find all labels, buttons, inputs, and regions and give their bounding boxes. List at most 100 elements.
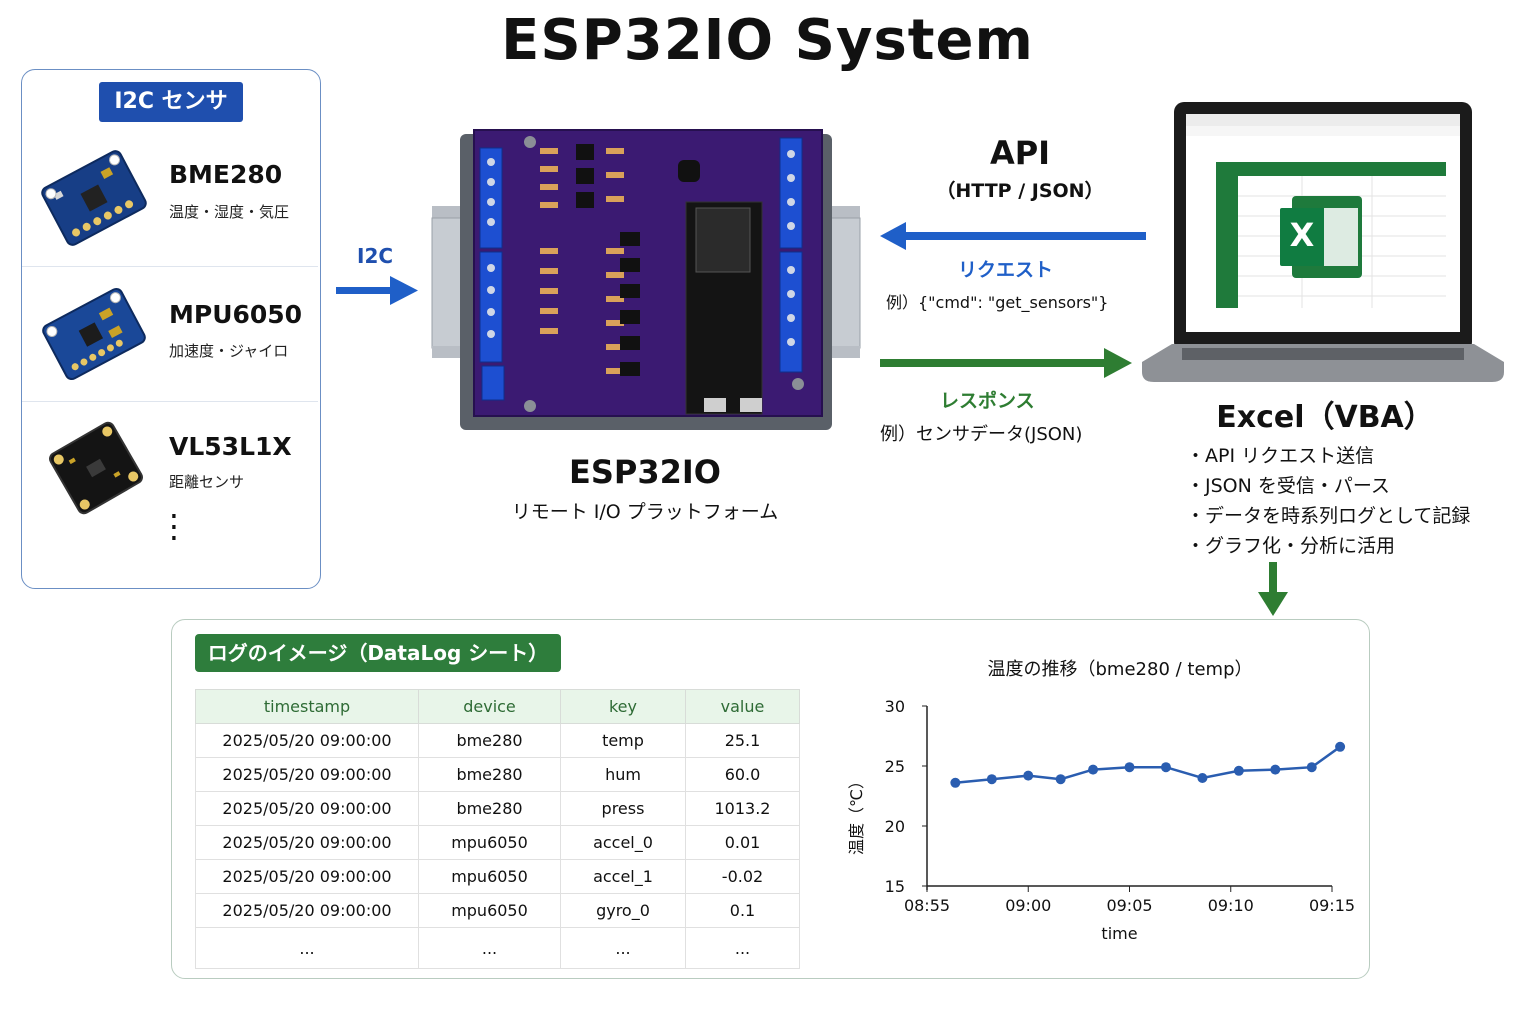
excel-feature-item: ・API リクエスト送信 bbox=[1186, 445, 1375, 467]
data-point bbox=[1088, 764, 1099, 775]
excel-feature-item: ・グラフ化・分析に活用 bbox=[1186, 535, 1396, 557]
table-cell: ... bbox=[418, 927, 561, 969]
response-arrow-icon bbox=[880, 348, 1132, 378]
table-cell: bme280 bbox=[418, 723, 561, 758]
sensor-name-bme280: BME280 bbox=[169, 160, 283, 189]
x-tick-label: 09:00 bbox=[1005, 896, 1051, 915]
table-cell: 25.1 bbox=[685, 723, 800, 758]
table-row: 2025/05/20 09:00:00 bme280 hum 60.0 bbox=[195, 757, 800, 792]
request-example: 例）{"cmd": "get_sensors"} bbox=[886, 293, 1109, 312]
data-point bbox=[1023, 770, 1034, 781]
down-arrow-icon bbox=[1258, 562, 1288, 616]
data-point bbox=[1270, 764, 1281, 775]
chart-title: 温度の推移（bme280 / temp） bbox=[987, 659, 1253, 680]
x-tick-label: 09:10 bbox=[1208, 896, 1254, 915]
esp32io-title: ESP32IO bbox=[569, 453, 721, 491]
table-cell: 60.0 bbox=[685, 757, 800, 792]
y-tick-label: 20 bbox=[885, 817, 905, 836]
table-cell: bme280 bbox=[418, 791, 561, 826]
data-point bbox=[1124, 762, 1135, 773]
data-point bbox=[1233, 765, 1244, 776]
i2c-label: I2C bbox=[357, 244, 394, 268]
column-header: key bbox=[560, 689, 686, 724]
table-cell: mpu6050 bbox=[418, 825, 561, 860]
table-row: 2025/05/20 09:00:00 bme280 press 1013.2 bbox=[195, 791, 800, 826]
data-point bbox=[950, 777, 961, 788]
sensor-name-mpu6050: MPU6050 bbox=[169, 300, 303, 329]
api-title: API bbox=[989, 134, 1051, 172]
table-cell: temp bbox=[560, 723, 686, 758]
table-cell: ... bbox=[195, 927, 419, 969]
table-cell: press bbox=[560, 791, 686, 826]
table-cell: 1013.2 bbox=[685, 791, 800, 826]
bme280-board-image bbox=[41, 150, 147, 246]
table-cell: 2025/05/20 09:00:00 bbox=[195, 859, 419, 894]
column-header: timestamp bbox=[195, 689, 419, 724]
esp32io-subtitle: リモート I/O プラットフォーム bbox=[511, 501, 779, 523]
table-cell: accel_0 bbox=[560, 825, 686, 860]
request-label: リクエスト bbox=[958, 259, 1054, 281]
excel-feature-item: ・JSON を受信・パース bbox=[1186, 475, 1390, 497]
table-cell: 2025/05/20 09:00:00 bbox=[195, 791, 419, 826]
table-row: 2025/05/20 09:00:00 mpu6050 gyro_0 0.1 bbox=[195, 893, 800, 928]
table-cell: 0.1 bbox=[685, 893, 800, 928]
esp32io-board-image bbox=[431, 129, 861, 430]
page-title: ESP32IO System bbox=[501, 8, 1034, 73]
excel-feature-item: ・データを時系列ログとして記録 bbox=[1186, 505, 1471, 527]
data-point bbox=[1160, 762, 1171, 773]
api-subtitle: （HTTP / JSON） bbox=[936, 180, 1104, 202]
sensor-divider bbox=[22, 266, 318, 267]
data-point bbox=[1306, 762, 1317, 773]
sensor-name-vl53l1x: VL53L1X bbox=[169, 432, 292, 461]
temperature-line-chart: 15 20 25 30 08:55 09:00 09:05 09:10 09:15 time 温度（… bbox=[847, 697, 1355, 943]
table-cell: 2025/05/20 09:00:00 bbox=[195, 893, 419, 928]
vl53l1x-board-image bbox=[49, 421, 143, 515]
table-cell: ... bbox=[560, 927, 686, 969]
table-cell: mpu6050 bbox=[418, 859, 561, 894]
data-point bbox=[1055, 774, 1066, 785]
x-tick-label: 09:15 bbox=[1309, 896, 1355, 915]
response-example: 例）センサデータ(JSON) bbox=[880, 424, 1083, 445]
series-line bbox=[955, 745, 1341, 785]
excel-feature-list: ・API リクエスト送信 ・JSON を受信・パース ・データを時系列ログとして… bbox=[1186, 441, 1470, 561]
column-header: value bbox=[685, 689, 800, 724]
table-row: 2025/05/20 09:00:00 mpu6050 accel_1 -0.0… bbox=[195, 859, 800, 894]
sensor-divider bbox=[22, 401, 318, 402]
table-cell: 2025/05/20 09:00:00 bbox=[195, 825, 419, 860]
datalog-badge: ログのイメージ（DataLog シート） bbox=[195, 634, 561, 672]
sensor-badge: I2C センサ bbox=[99, 82, 243, 122]
table-cell: bme280 bbox=[418, 757, 561, 792]
table-cell: 2025/05/20 09:00:00 bbox=[195, 757, 419, 792]
sensor-desc-mpu6050: 加速度・ジャイロ bbox=[169, 342, 289, 360]
column-header: device bbox=[418, 689, 561, 724]
y-tick-label: 30 bbox=[885, 697, 905, 716]
table-cell: mpu6050 bbox=[418, 893, 561, 928]
y-tick-label: 25 bbox=[885, 757, 905, 776]
more-sensors-indicator: ⋮ bbox=[158, 507, 190, 545]
sensor-desc-bme280: 温度・湿度・気圧 bbox=[169, 203, 290, 221]
table-cell: 0.01 bbox=[685, 825, 800, 860]
y-axis-label: 温度（℃） bbox=[847, 773, 866, 855]
i2c-arrow-icon bbox=[336, 276, 418, 305]
table-cell: -0.02 bbox=[685, 859, 800, 894]
data-point bbox=[1335, 741, 1346, 752]
table-header-row: timestamp device key value bbox=[195, 689, 800, 724]
sensor-desc-vl53l1x: 距離センサ bbox=[169, 473, 245, 491]
request-arrow-icon bbox=[880, 222, 1146, 250]
data-point bbox=[986, 774, 997, 785]
y-tick-label: 15 bbox=[885, 877, 905, 896]
table-row: 2025/05/20 09:00:00 bme280 temp 25.1 bbox=[195, 723, 800, 758]
datalog-table: timestamp device key value 2025/05/20 09… bbox=[195, 689, 800, 969]
x-axis-label: time bbox=[1101, 924, 1137, 943]
table-row: 2025/05/20 09:00:00 mpu6050 accel_0 0.01 bbox=[195, 825, 800, 860]
table-cell: hum bbox=[560, 757, 686, 792]
mpu6050-board-image bbox=[42, 287, 146, 381]
laptop-excel-image: X bbox=[1142, 102, 1504, 382]
table-cell: accel_1 bbox=[560, 859, 686, 894]
svg-text:X: X bbox=[1290, 216, 1315, 254]
excel-title: Excel（VBA） bbox=[1216, 400, 1434, 435]
data-point bbox=[1197, 773, 1208, 783]
x-tick-label: 09:05 bbox=[1106, 896, 1152, 915]
x-tick-label: 08:55 bbox=[904, 896, 950, 915]
table-cell: gyro_0 bbox=[560, 893, 686, 928]
